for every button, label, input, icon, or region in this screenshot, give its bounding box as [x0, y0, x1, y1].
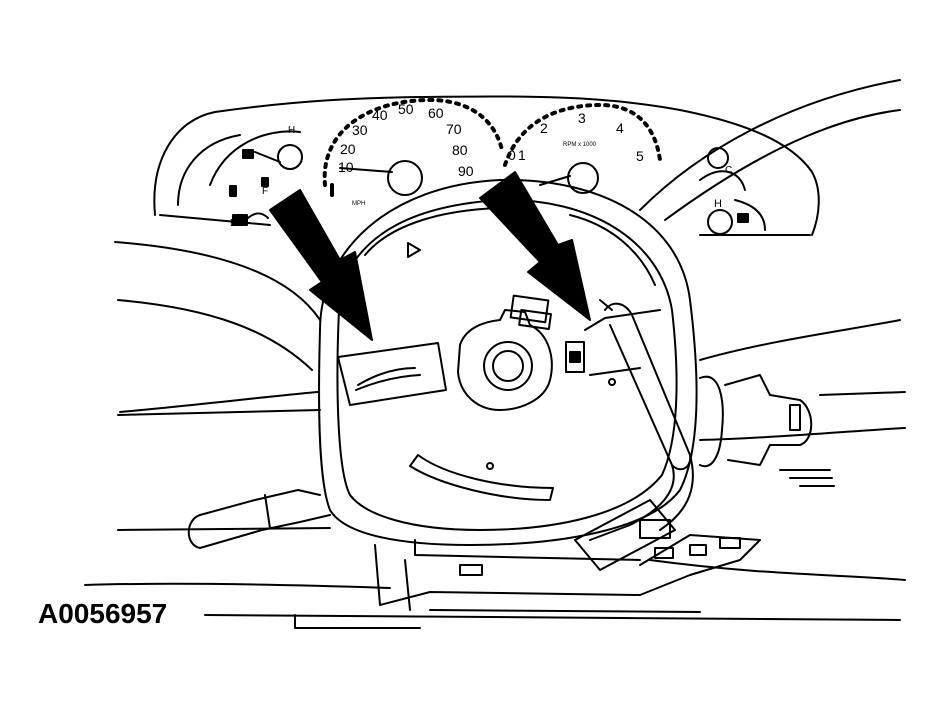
instrument-cluster [153, 95, 820, 236]
wiring-harness [574, 302, 694, 571]
pointer-arrow-right [479, 171, 591, 321]
speedometer-numbers: 10 20 30 40 50 60 70 80 90 [338, 101, 474, 179]
left-hot-label: H [288, 125, 295, 136]
tacho-label-5: 5 [636, 148, 644, 164]
clockspring-rotor [457, 294, 553, 411]
tachometer [503, 103, 662, 194]
speedo-label-70: 70 [446, 121, 462, 137]
multifunction-stalk [187, 489, 331, 549]
dashboard-lines [84, 79, 906, 621]
speedo-label-40: 40 [372, 107, 388, 123]
arc-slot [409, 454, 554, 501]
steering-column [294, 534, 761, 629]
tachometer-numbers: 0 1 2 3 4 5 [508, 110, 644, 164]
tacho-label-1: 1 [518, 147, 526, 163]
speedo-label-50: 50 [398, 101, 414, 117]
clockspring-housing [318, 178, 698, 561]
temp-gauge [699, 147, 766, 235]
tachometer-unit: RPM x 1000 [563, 142, 597, 148]
temp-hot-label: H [714, 198, 722, 210]
tacho-label-3: 3 [578, 110, 586, 126]
clockspring-connector [565, 299, 661, 376]
figure-id: A0056957 [38, 598, 168, 629]
fuel-empty-label: E [230, 218, 237, 229]
index-mark [407, 242, 421, 258]
speedo-label-80: 80 [452, 142, 468, 158]
pointer-arrow-left [269, 189, 373, 341]
tacho-label-2: 2 [540, 120, 548, 136]
tacho-label-4: 4 [616, 120, 624, 136]
mounting-hole [486, 462, 494, 470]
fuel-gauge [209, 130, 303, 226]
speedometer-unit: MPH [352, 201, 365, 207]
mounting-hole [608, 378, 616, 386]
ignition-lock [699, 374, 835, 487]
speedo-label-10: 10 [338, 159, 354, 175]
speedo-label-30: 30 [352, 122, 368, 138]
speedometer [322, 98, 504, 197]
speedo-label-20: 20 [340, 141, 356, 157]
speedo-label-90: 90 [458, 163, 474, 179]
fuel-full-label: F [262, 186, 268, 197]
temp-cold-label: C [725, 165, 732, 176]
tacho-label-0: 0 [508, 147, 516, 163]
speedo-label-60: 60 [428, 105, 444, 121]
clockspring-label-plate [337, 342, 447, 406]
